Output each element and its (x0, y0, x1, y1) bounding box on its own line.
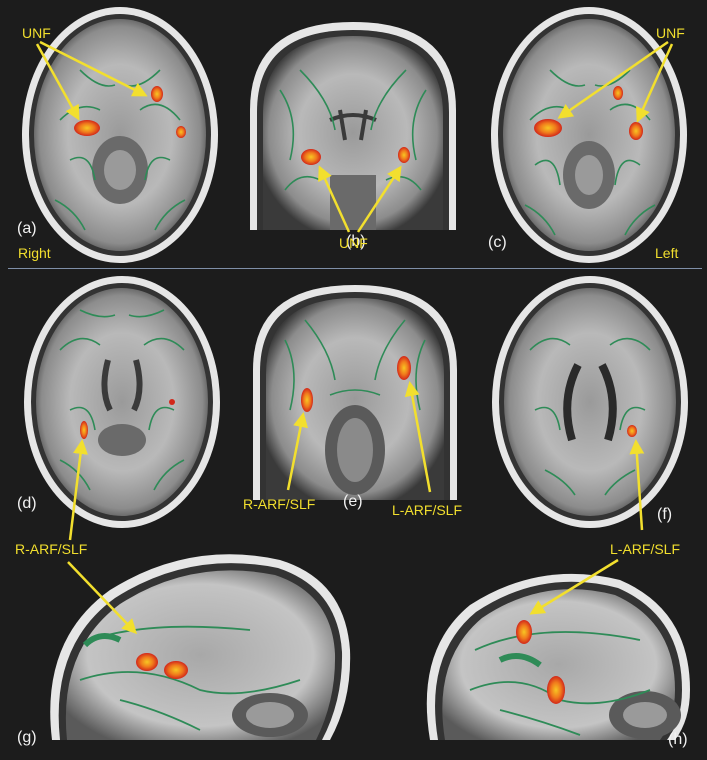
arrow-r-arf-d (68, 439, 88, 541)
annotation-r-arf-d: R-ARF/SLF (15, 541, 88, 557)
arrow-r-arf-g (67, 561, 138, 635)
arrow-unf-c-left (557, 40, 669, 119)
panel-a-axial-brain (22, 7, 218, 263)
annotation-l-arf-f: L-ARF/SLF (610, 541, 681, 557)
annotation-unf-b: UNF (339, 235, 368, 251)
annotation-r-arf-e: R-ARF/SLF (243, 496, 316, 512)
panel-d-axial-brain (24, 276, 220, 528)
panel-h-sagittal-brain (426, 573, 690, 740)
panel-c-axial-brain (491, 7, 687, 263)
panel-g-sagittal-brain (50, 554, 351, 740)
annotation-arrows (35, 40, 674, 635)
panel-label-a: (a) (17, 220, 37, 237)
row-separator (8, 268, 702, 269)
panel-label-e: (e) (343, 493, 363, 510)
panel-label-h: (h) (668, 731, 688, 748)
arrow-r-arf-e (286, 412, 309, 491)
panel-label-g: (g) (17, 729, 37, 746)
panel-label-c: (c) (488, 234, 507, 251)
arrow-l-arf-h (529, 558, 619, 615)
annotation-l-arf-e: L-ARF/SLF (392, 502, 463, 518)
panel-label-b: (b) (346, 233, 366, 250)
annotation-side-left: Left (655, 245, 679, 261)
annotation-unf-c: UNF (656, 25, 685, 41)
arrow-unf-b-left (318, 165, 351, 233)
panel-e-coronal-brain (253, 285, 457, 500)
arrow-unf-b-right (356, 165, 402, 233)
arrow-l-arf-f (629, 439, 645, 531)
panel-label-d: (d) (17, 495, 37, 512)
arrow-unf-a-left (35, 43, 80, 121)
panel-f-axial-brain (492, 276, 688, 528)
annotation-side-right: Right (18, 245, 51, 261)
panel-label-f: (f) (657, 506, 673, 523)
arrow-unf-c-right (636, 43, 674, 123)
panel-b-coronal-brain (250, 22, 456, 230)
arrow-unf-a-right (39, 40, 148, 97)
arrow-l-arf-e (404, 381, 432, 493)
annotation-unf-a: UNF (22, 25, 51, 41)
